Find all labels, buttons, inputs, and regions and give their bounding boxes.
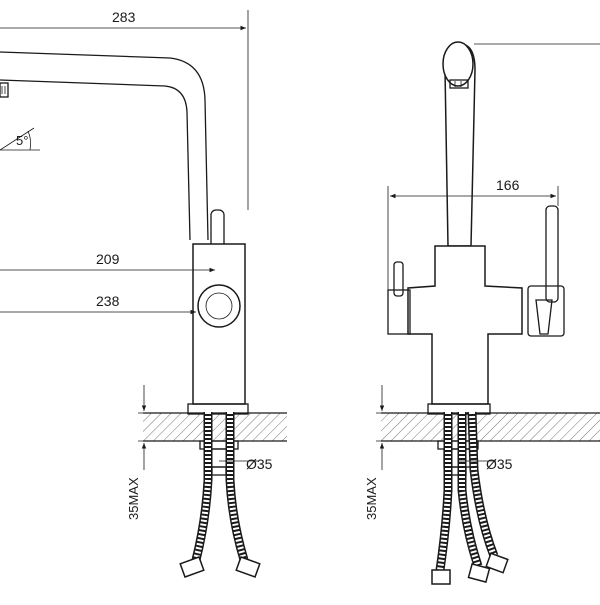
front-view: 166 35MAX Ø35: [364, 41, 600, 585]
side-hoses: [179, 412, 261, 578]
dim-overall-width: 283: [0, 9, 249, 210]
spout: [0, 51, 209, 241]
side-countertop: [143, 412, 287, 442]
dim-front-hole-diameter: Ø35: [458, 456, 513, 472]
dim-front-hole-diameter-label: Ø35: [486, 456, 513, 472]
dim-countertop-max-label: 35MAX: [126, 477, 141, 520]
dim-hole-diameter-label: Ø35: [246, 456, 273, 472]
dim-front-countertop-max-label: 35MAX: [364, 477, 379, 520]
dim-handle-span: 166: [387, 177, 559, 290]
side-view: 5°: [0, 9, 287, 578]
swivel-angle-label: 5°: [16, 133, 28, 148]
front-countertop: [381, 412, 600, 442]
dim-front-countertop-max: 35MAX: [364, 385, 428, 520]
dim-handle-span-label: 166: [496, 177, 520, 193]
side-body: [187, 243, 249, 415]
dim-spout-reach-label: 209: [96, 251, 120, 267]
dim-spout-reach: 209: [0, 251, 215, 273]
dim-spout-length-label: 238: [96, 293, 120, 309]
dim-hole-diameter: Ø35: [219, 456, 273, 472]
front-right-handle: [527, 205, 565, 337]
swivel-angle-mark: 5°: [0, 127, 40, 151]
front-hoses: [431, 411, 509, 585]
front-spout: [442, 41, 476, 247]
dim-countertop-max: 35MAX: [126, 385, 188, 520]
dim-overall-width-label: 283: [112, 9, 136, 25]
dim-spout-length: 238: [0, 293, 196, 315]
front-body: [407, 245, 523, 415]
front-left-handle: [387, 261, 411, 335]
